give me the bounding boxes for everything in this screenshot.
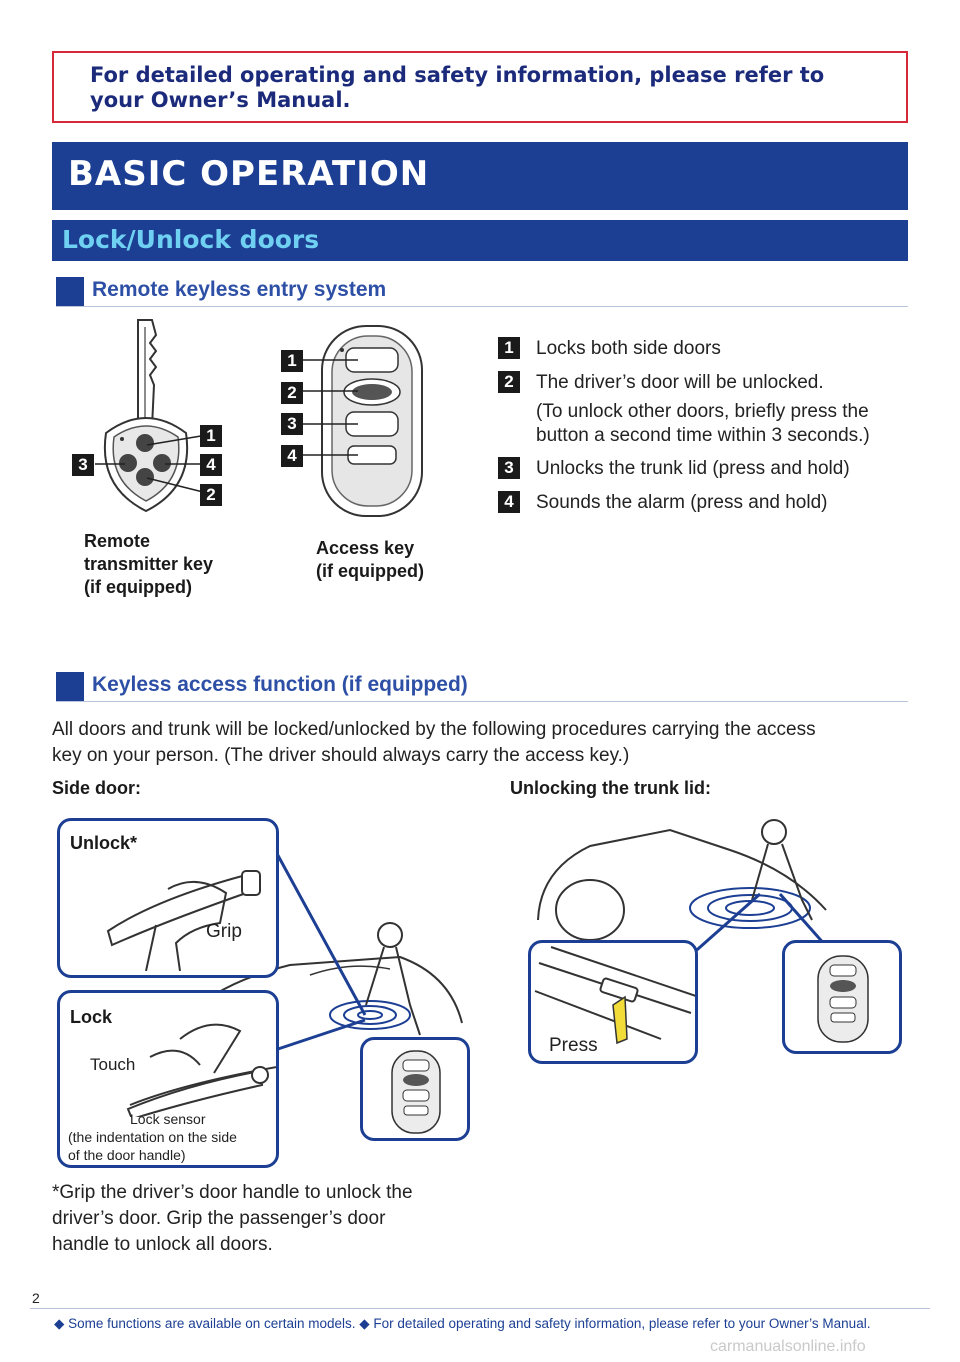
notice-line-1: For detailed operating and safety inform… — [90, 63, 825, 87]
side-door-label: Side door: — [52, 778, 141, 798]
lock-label: Lock — [70, 1007, 113, 1027]
side-door-pointer-lines — [273, 849, 367, 1052]
subtitle-banner: Lock/Unlock doors — [52, 220, 908, 261]
lock-sensor-desc-1: (the indentation on the side — [68, 1129, 237, 1145]
remote-callout-2: 2 — [200, 484, 222, 506]
remote-callout-1: 1 — [200, 425, 222, 447]
access-callout-4: 4 — [281, 445, 303, 467]
side-door-scene — [179, 922, 463, 1036]
remote-callout-3: 3 — [72, 454, 94, 476]
remote-key-caption: Remote transmitter key (if equipped) — [84, 531, 214, 597]
press-bubble: Press — [528, 940, 698, 1064]
access-key-icon — [391, 1050, 441, 1134]
lock-sensor-desc-2: of the door handle) — [68, 1147, 186, 1163]
section-marker — [56, 672, 84, 701]
trunk-label: Unlocking the trunk lid: — [510, 778, 711, 798]
watermark: carmanualsonline.info — [710, 1338, 866, 1355]
access-callout-3: 3 — [281, 413, 303, 435]
section-remote-keyless: Remote keyless entry system — [56, 277, 908, 307]
page-title: BASIC OPERATION — [68, 154, 430, 194]
section-heading: Keyless access function (if equipped) — [92, 673, 468, 696]
notice-line-2: your Owner’s Manual. — [90, 88, 351, 112]
access-callout-lines — [302, 359, 358, 456]
access-callout-1: 1 — [281, 350, 303, 372]
remote-callout-4: 4 — [200, 454, 222, 476]
access-key-icon — [817, 955, 869, 1043]
trunk-button-icon — [534, 946, 695, 1045]
notice-box: For detailed operating and safety inform… — [52, 51, 908, 123]
side-door-key-bubble — [360, 1037, 470, 1141]
footer-note: ◆ Some functions are available on certai… — [54, 1316, 871, 1331]
page-subtitle: Lock/Unlock doors — [62, 225, 320, 254]
section-heading: Remote keyless entry system — [92, 278, 387, 301]
touch-label: Touch — [90, 1055, 136, 1074]
grip-label: Grip — [206, 921, 242, 942]
footer-divider — [30, 1308, 930, 1309]
press-label: Press — [549, 1035, 598, 1056]
trunk-key-bubble — [782, 940, 902, 1054]
access-key-caption: Access key (if equipped) — [316, 538, 424, 581]
door-handle-grip-icon — [106, 870, 261, 971]
access-key-illustration — [321, 325, 423, 517]
lock-sensor-label: Lock sensor — [130, 1111, 206, 1127]
access-callout-2: 2 — [281, 382, 303, 404]
grip-footnote: *Grip the driver’s door handle to unlock… — [52, 1182, 413, 1255]
page-number: 2 — [32, 1290, 40, 1306]
section-marker — [56, 277, 84, 306]
trunk-pointer-lines — [689, 892, 828, 958]
section-keyless-access: Keyless access function (if equipped) — [56, 672, 908, 702]
door-handle-touch-icon — [126, 1023, 276, 1117]
title-banner: BASIC OPERATION — [52, 142, 908, 210]
unlock-bubble: Unlock* Grip — [57, 818, 279, 978]
lock-bubble: Lock Touch Lock sensor (the indentation … — [57, 990, 279, 1168]
keyless-intro: All doors and trunk will be locked/unloc… — [52, 719, 816, 766]
remote-callout-lines — [95, 434, 208, 494]
unlock-label: Unlock* — [70, 833, 138, 853]
